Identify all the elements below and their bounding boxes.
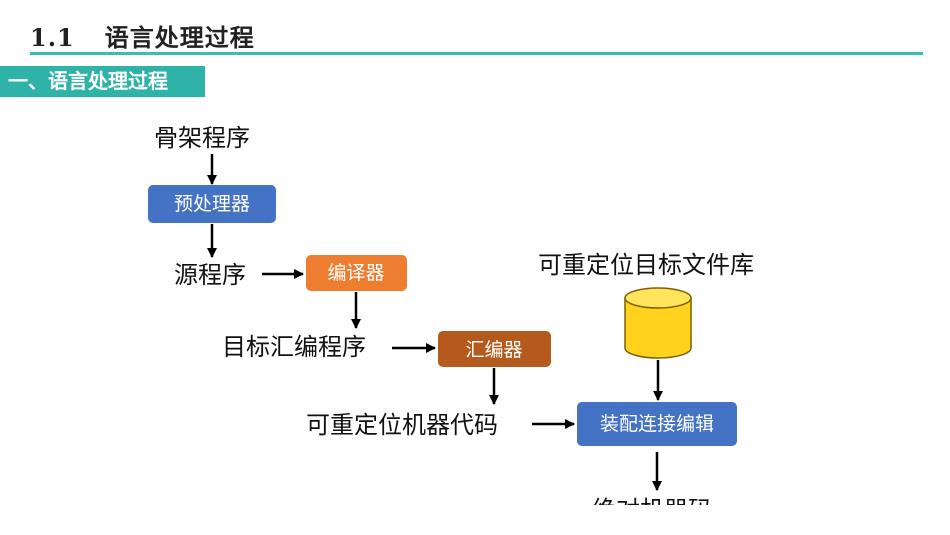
linker-label: 装配连接编辑 [600, 413, 714, 435]
header-divider [30, 52, 923, 55]
section-tag: 一、语言处理过程 [0, 66, 205, 97]
compiler-box [306, 255, 407, 291]
library-label: 可重定位目标文件库 [538, 251, 754, 279]
slide-header: 1.1 语言处理过程 [0, 0, 950, 50]
skeleton-program-label: 骨架程序 [154, 124, 250, 152]
header-title: 1.1 语言处理过程 [30, 18, 255, 50]
compiler-label: 编译器 [327, 262, 384, 284]
source-program-label: 源程序 [174, 261, 246, 289]
assembler-box [438, 331, 551, 367]
preprocessor-label: 预处理器 [174, 193, 250, 215]
absolute-code-label: 绝对机器码 [592, 496, 712, 524]
library-cylinder-icon [624, 287, 692, 359]
linker-box [577, 402, 737, 446]
section-number: 1.1 [30, 23, 75, 50]
preprocessor-box [148, 185, 276, 223]
relocatable-code-label: 可重定位机器代码 [306, 411, 498, 439]
section-title: 语言处理过程 [104, 23, 255, 50]
assembler-label: 汇编器 [465, 339, 522, 361]
target-asm-program-label: 目标汇编程序 [222, 333, 366, 361]
